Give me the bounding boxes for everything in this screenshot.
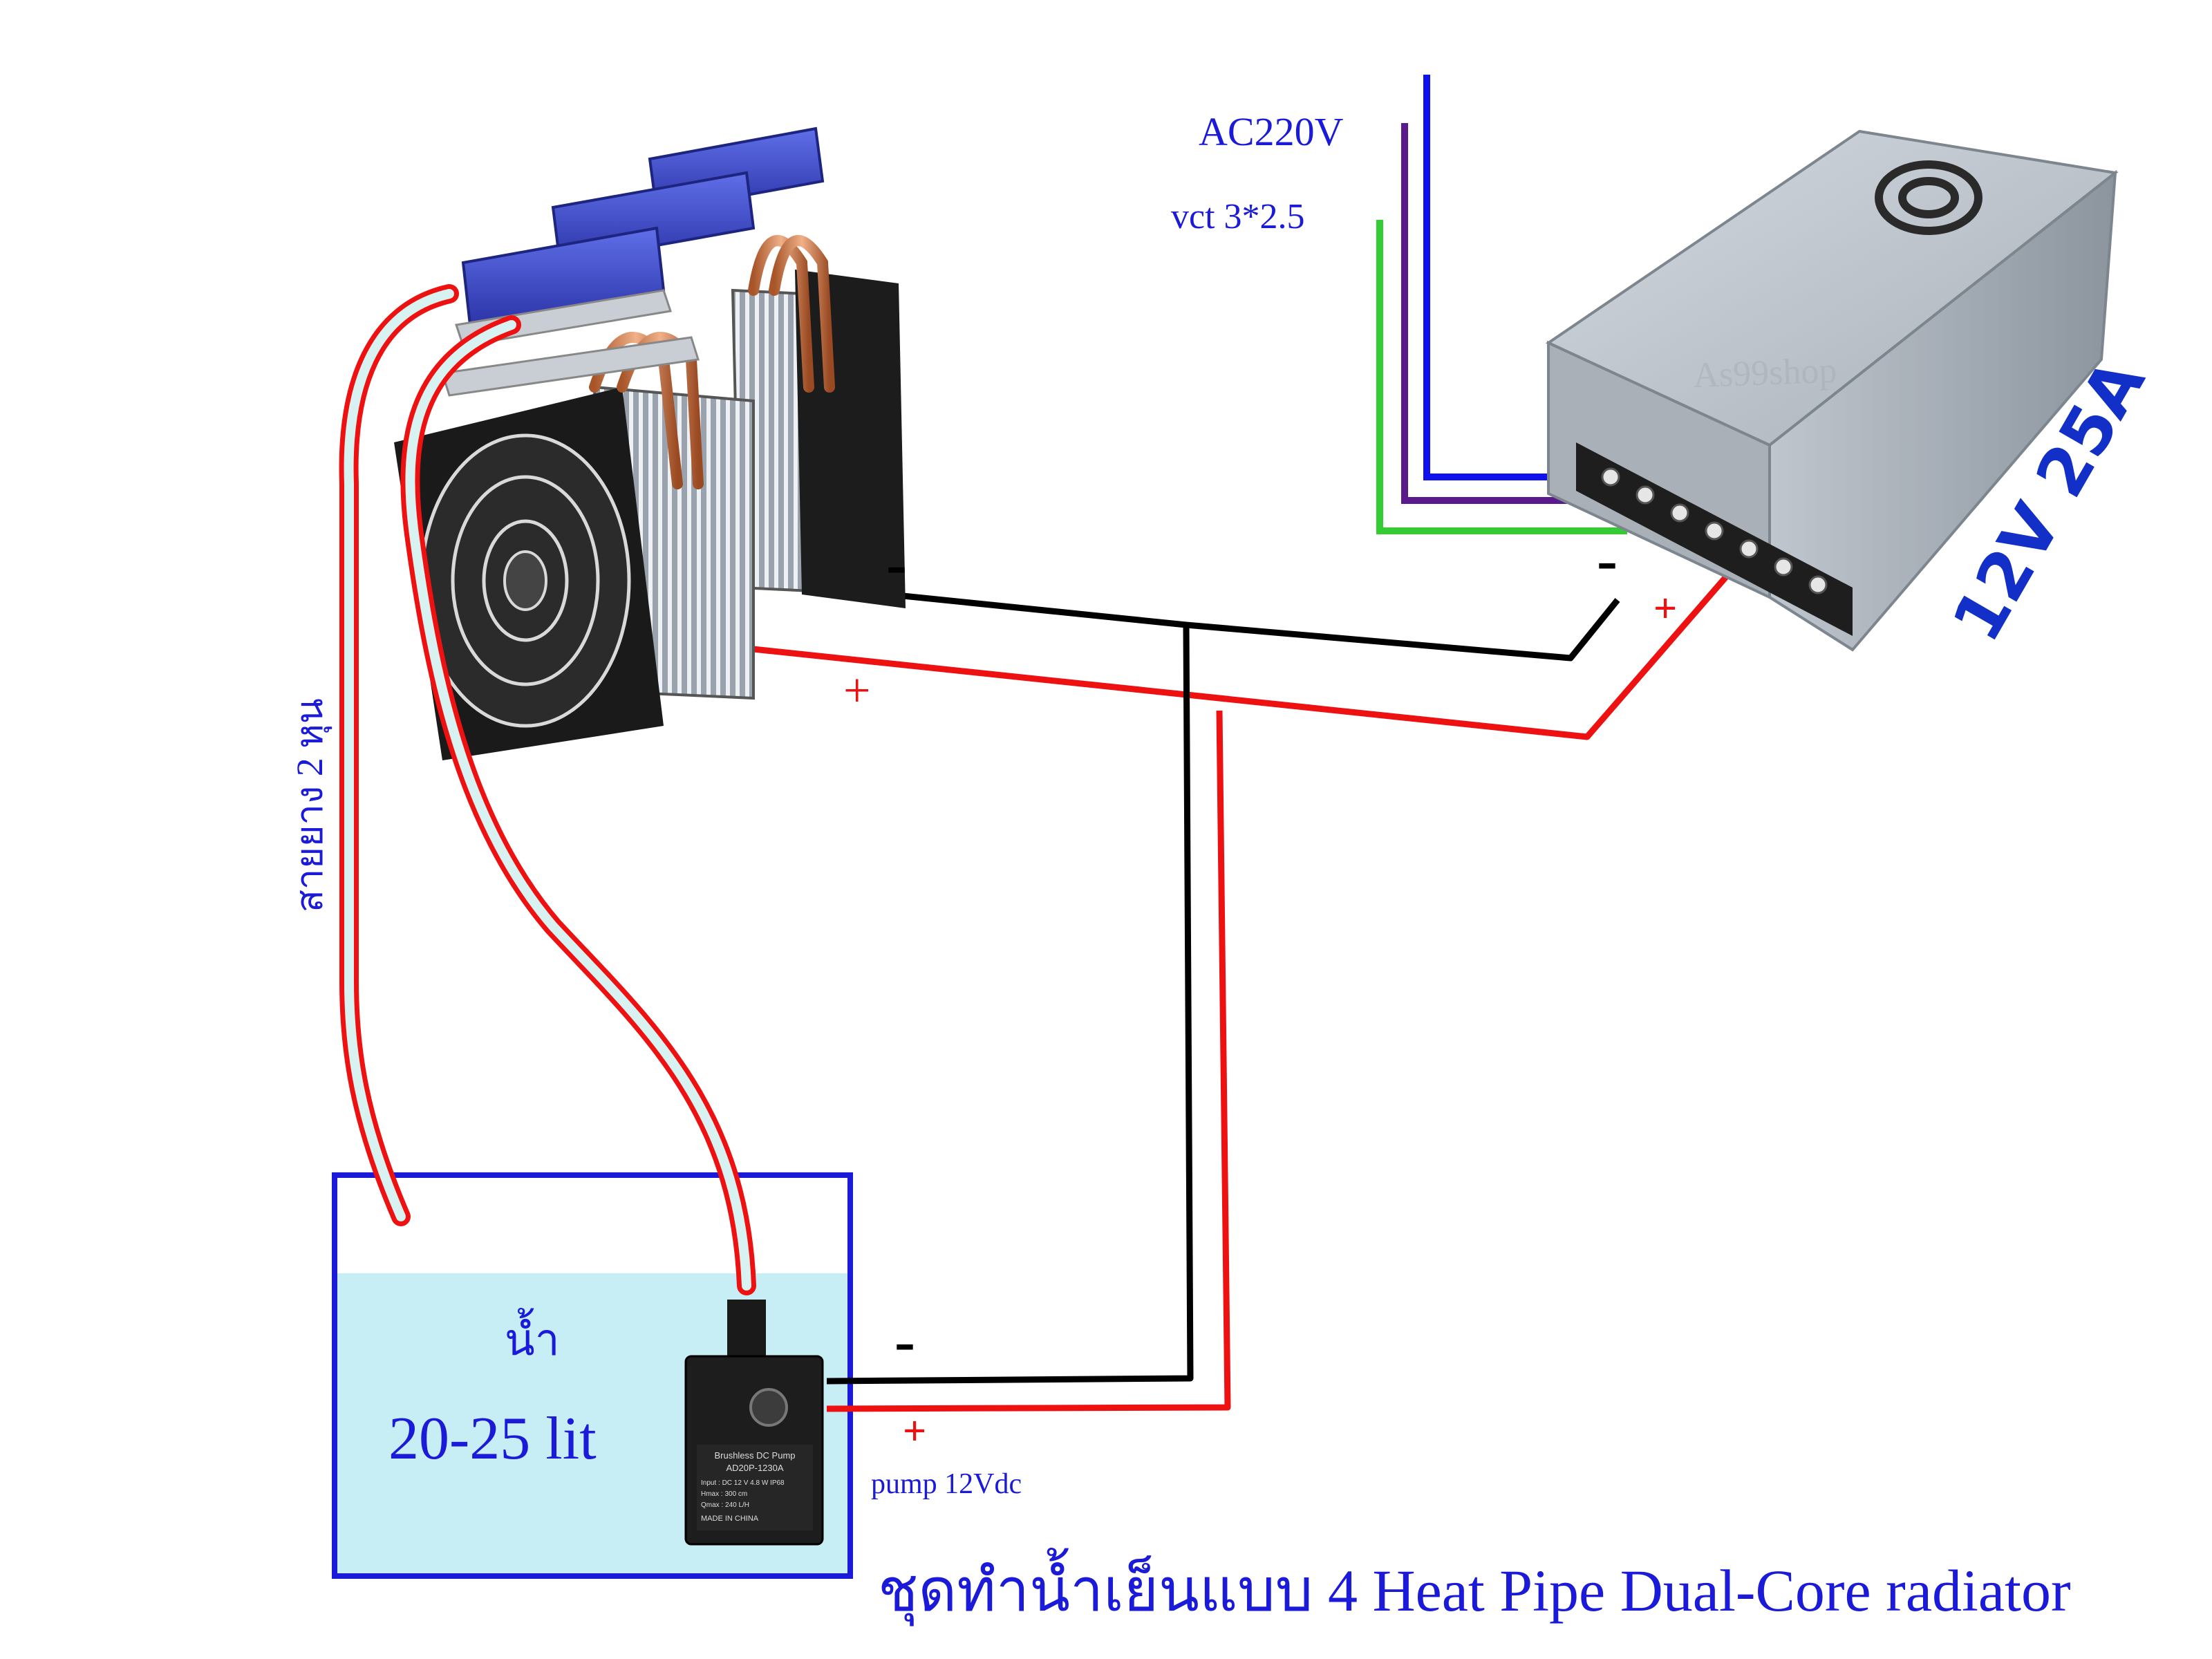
pump-label-line5: Qmax : 240 L/H <box>701 1501 749 1509</box>
vent-grille-icon <box>1875 160 1983 235</box>
pump-label-line4: Hmax : 300 cm <box>701 1490 747 1498</box>
pump-label-line3: Input : DC 12 V 4.8 W IP68 <box>701 1479 785 1487</box>
pump-label-plate <box>697 1445 813 1530</box>
ac-wire-green <box>1376 220 1627 534</box>
cold-plate-2 <box>441 336 700 397</box>
pump-inlet <box>749 1388 788 1427</box>
psu-minus-sign: - <box>1597 526 1618 594</box>
cable-spec-label: vct 3*2.5 <box>1171 197 1305 236</box>
fan-guard-mid <box>451 475 600 686</box>
fan-hub <box>503 550 547 611</box>
terminal-screws <box>1601 467 1828 594</box>
pump-outlet <box>727 1300 766 1362</box>
dc-wires <box>746 556 1745 1412</box>
cooler-positive-wire <box>746 556 1745 740</box>
pump-positive-wire <box>826 710 1231 1412</box>
diagram-title: ชุดทำน้ำเย็นแบบ 4 Heat Pipe Dual-Core ra… <box>878 1548 2071 1627</box>
hose-supply <box>405 320 751 1291</box>
psu-plus-sign: + <box>1653 585 1677 631</box>
pump-voltage-label: pump 12Vdc <box>871 1468 1022 1500</box>
pump-plus-sign: + <box>903 1408 926 1454</box>
watermark-label: As99shop <box>1692 351 1837 395</box>
hose-label: สายยาง 2 หุน <box>289 698 332 912</box>
hose-return <box>344 289 454 1221</box>
fan-guard-inner <box>482 519 569 642</box>
power-supply <box>1545 129 2119 652</box>
volume-label: 20-25 lit <box>388 1405 597 1472</box>
pump-negative-wire <box>826 624 1194 1385</box>
pump-label-line6: MADE IN CHINA <box>701 1515 759 1523</box>
cooler-unit <box>394 126 906 760</box>
pump-minus-sign: - <box>894 1307 915 1376</box>
ac-wire-purple <box>1401 123 1602 504</box>
hoses <box>339 284 756 1295</box>
pump-label-line1: Brushless DC Pump <box>714 1450 795 1461</box>
tank-outline <box>332 1172 853 1579</box>
cooler-negative-wire <box>794 581 1620 662</box>
hose-return-outline <box>339 284 459 1226</box>
ac-input-wires <box>1376 75 1627 534</box>
pump-icon: Brushless DC Pump AD20P-1230A Input : DC… <box>684 1300 824 1546</box>
cooler-minus-sign: - <box>886 530 907 599</box>
ac-wire-blue <box>1423 75 1590 480</box>
cooler-plus-sign: + <box>843 664 870 718</box>
pump-label-line2: AD20P-1230A <box>726 1463 783 1473</box>
ac-voltage-label: AC220V <box>1199 109 1344 154</box>
water-label: น้ำ <box>505 1308 560 1365</box>
fan-icon <box>394 387 664 760</box>
